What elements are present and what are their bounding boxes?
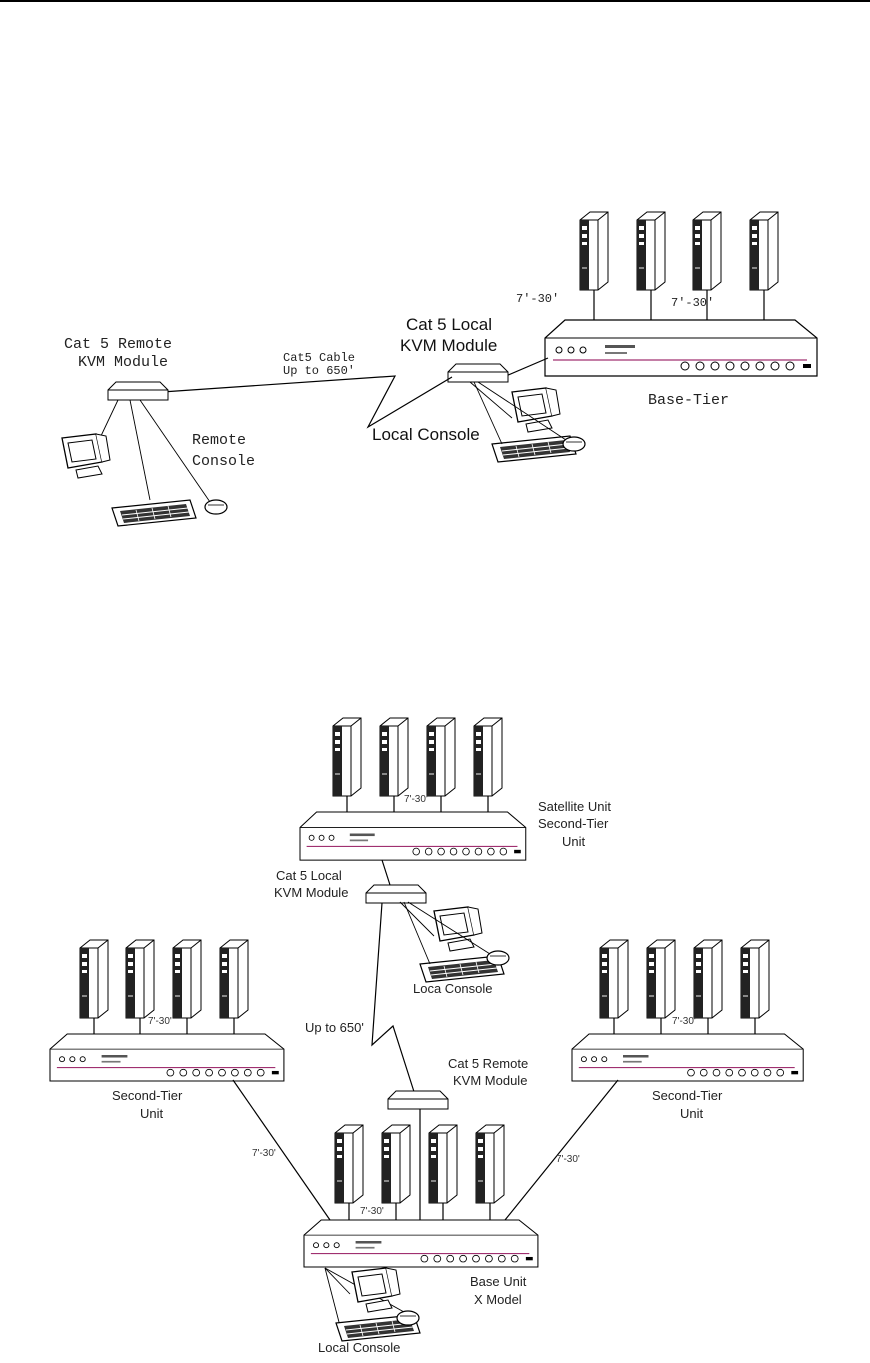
local-module-label-2: KVM Module: [400, 336, 497, 355]
satellite-label-3: Unit: [562, 834, 586, 849]
distance-right-link: 7'-30': [556, 1154, 580, 1165]
remote-module-label-1: Cat 5 Remote: [64, 336, 172, 353]
remote-console-label-1: Remote: [192, 432, 246, 449]
local-console-bottom-label: Local Console: [318, 1340, 400, 1355]
local-module-2-label-2: KVM Module: [274, 885, 348, 900]
right-unit-label-2: Unit: [680, 1106, 704, 1121]
distance-base: 7'-30': [360, 1206, 384, 1217]
diagram-2: Satellite Unit Second-Tier Unit 7'-30' C…: [49, 717, 804, 1355]
remote-module-2-label-2: KVM Module: [453, 1073, 527, 1088]
distance-left-unit: 7'-30': [148, 1016, 172, 1027]
cable-label-1: Cat5 Cable: [283, 351, 355, 365]
base-tier-servers: [579, 211, 779, 291]
remote-module-label-2: KVM Module: [78, 354, 168, 371]
right-unit-label-1: Second-Tier: [652, 1088, 723, 1103]
right-servers: [599, 939, 770, 1019]
left-servers: [79, 939, 249, 1019]
header-rule: [0, 0, 870, 2]
base-tier-label: Base-Tier: [648, 392, 729, 409]
right-second-tier-switch: [571, 1033, 804, 1082]
satellite-switch: [299, 811, 527, 861]
distance-left-link: 7'-30': [252, 1148, 276, 1159]
local-console-bottom: [335, 1267, 421, 1342]
local-console-top-label: Loca Console: [413, 981, 493, 996]
up-to-label: Up to 650': [305, 1020, 364, 1035]
distance-label-a: 7'-30': [516, 292, 559, 306]
local-kvm-module-2: [365, 884, 427, 904]
base-unit-label-2: X Model: [474, 1292, 522, 1307]
base-unit-label-1: Base Unit: [470, 1274, 527, 1289]
distance-label-b: 7'-30': [671, 296, 714, 310]
local-console-1: [491, 387, 586, 463]
satellite-servers: [332, 717, 503, 797]
left-second-tier-switch: [49, 1033, 285, 1082]
cable-label-2: Up to 650': [283, 364, 355, 378]
cat5-cable: [161, 375, 453, 429]
remote-console-label-2: Console: [192, 453, 255, 470]
diagram-1: Cat 5 Remote KVM Module Cat5 Cable Up to…: [61, 211, 818, 527]
local-module-label-1: Cat 5 Local: [406, 315, 492, 334]
distance-right-unit: 7'-30': [672, 1016, 696, 1027]
local-module-2-label-1: Cat 5 Local: [276, 868, 342, 883]
left-unit-label-2: Unit: [140, 1106, 164, 1121]
distance-top: 7'-30': [404, 794, 428, 805]
base-unit-switch: [303, 1219, 539, 1268]
left-unit-label-1: Second-Tier: [112, 1088, 183, 1103]
local-kvm-module: [447, 363, 509, 383]
remote-kvm-module-2: [387, 1090, 449, 1110]
cat5-cable-2: [371, 902, 417, 1099]
base-tier-switch: [544, 319, 818, 377]
satellite-label-1: Satellite Unit: [538, 799, 611, 814]
local-console-label: Local Console: [372, 425, 480, 444]
remote-kvm-module: [107, 381, 169, 401]
remote-module-2-label-1: Cat 5 Remote: [448, 1056, 528, 1071]
satellite-label-2: Second-Tier: [538, 816, 609, 831]
